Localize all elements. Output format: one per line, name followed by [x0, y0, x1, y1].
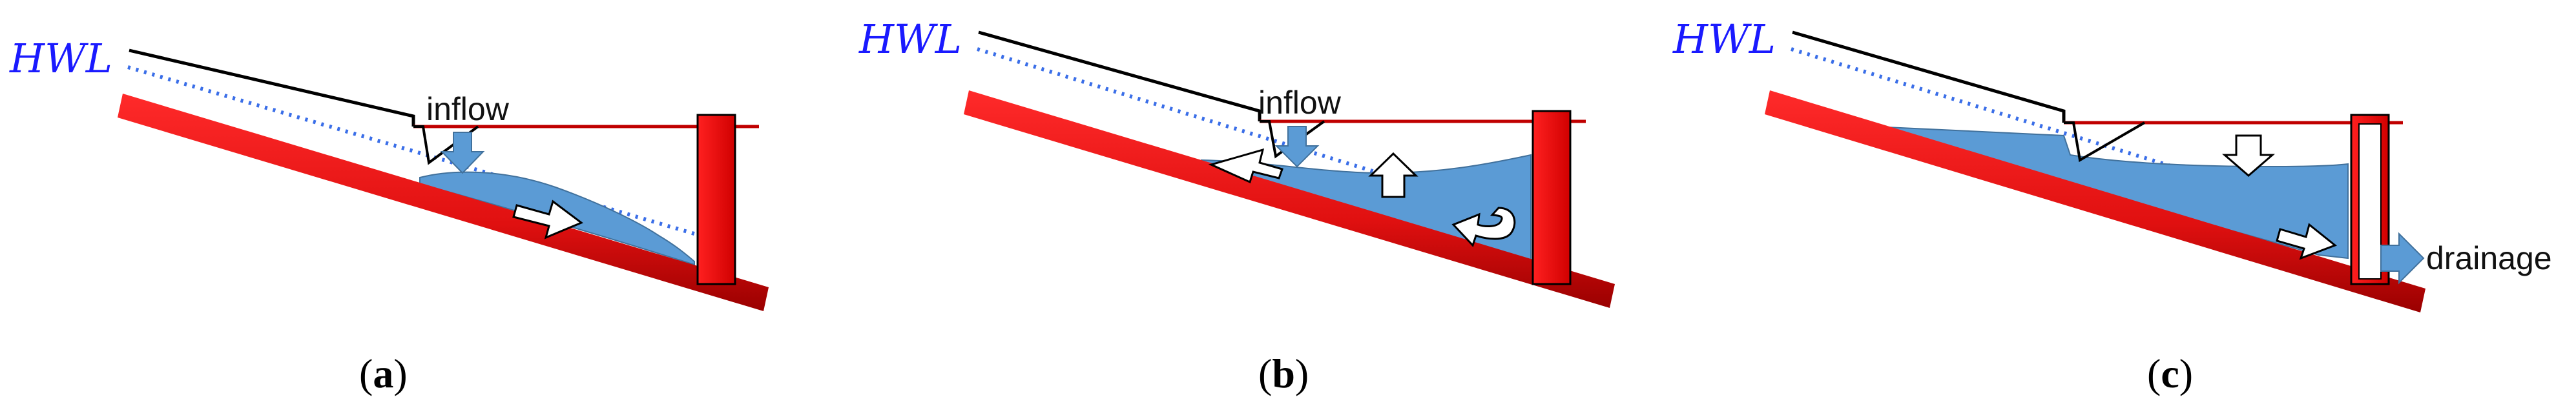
toe-wall-pillar-b: [1532, 110, 1572, 285]
panel-a: HWL inflow (a): [9, 35, 769, 396]
u-turn-arrow-icon-b: [1451, 207, 1516, 247]
levee-crest-line-b: [978, 30, 1262, 121]
hwl-label-b: HWL: [858, 15, 962, 63]
revetment-band-c: [1790, 40, 2062, 125]
rising-water-arrow-icon-b: [1368, 152, 1418, 198]
levee-crest-line-c: [1792, 30, 2066, 123]
upslope-flow-arrow-icon-b: [1208, 148, 1283, 184]
caption-a: (a): [359, 351, 408, 396]
drain-channel-c: [2358, 123, 2382, 280]
downslope-flow-arrow-icon-c: [2276, 223, 2337, 260]
inflow-label-b: inflow: [1258, 85, 1342, 121]
inflow-arrow-icon-a: [440, 132, 485, 174]
inlet-notch-c: [2064, 121, 2146, 163]
panel-b: HWL inflow (b): [858, 15, 1615, 396]
falling-water-arrow-icon-c: [2221, 134, 2276, 177]
red-slope-b: [964, 90, 1615, 308]
caption-b: (b): [1258, 351, 1309, 396]
toe-wall-pillar-a: [696, 114, 736, 285]
red-slope-a: [118, 94, 769, 311]
inflow-arrow-icon-b: [1274, 126, 1320, 168]
hwl-label-a: HWL: [9, 35, 112, 82]
revetment-band-a: [127, 58, 410, 129]
levee-crest-line-a: [129, 48, 415, 127]
downslope-flow-arrow-icon-a: [512, 199, 583, 240]
drainage-label-c: drainage: [2426, 240, 2552, 276]
red-slope-c: [1765, 90, 2425, 312]
panel-c: HWL drainage (c): [1672, 15, 2552, 396]
hwl-label-c: HWL: [1672, 15, 1776, 63]
inflow-label-a: inflow: [426, 91, 510, 127]
caption-c: (c): [2147, 351, 2193, 396]
hwl-dotted-line-a: [127, 65, 701, 238]
drainage-arrow-icon-c: [2380, 232, 2425, 285]
revetment-band-b: [976, 40, 1258, 124]
